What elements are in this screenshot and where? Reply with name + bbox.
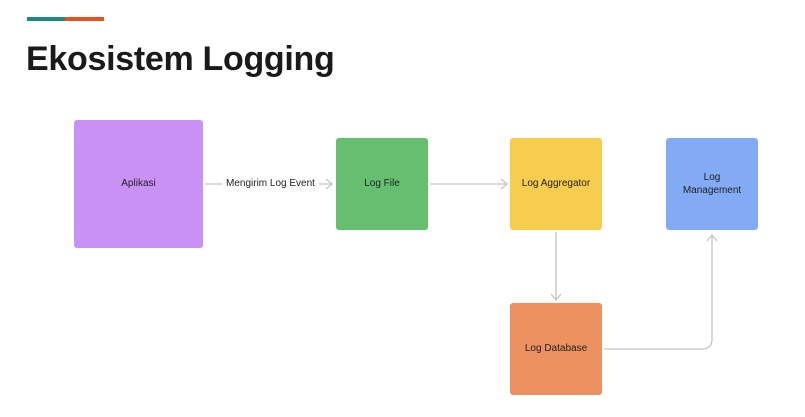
node-log-file-label: Log File [364, 178, 400, 190]
node-aplikasi-label: Aplikasi [121, 178, 156, 190]
node-log-management-label: Log Management [682, 171, 742, 197]
edge-label-mengirim-log-event: Mengirim Log Event [222, 178, 319, 189]
connector-database-to-management [604, 235, 713, 350]
page-title: Ekosistem Logging [26, 40, 335, 78]
accent-bar-orange [65, 17, 104, 21]
arrowhead-log-management [706, 233, 718, 242]
node-log-database: Log Database [510, 303, 602, 395]
node-log-database-label: Log Database [524, 343, 588, 355]
node-log-management: Log Management [666, 138, 758, 230]
node-log-aggregator: Log Aggregator [510, 138, 602, 230]
accent-bar-teal [27, 17, 65, 21]
node-aplikasi: Aplikasi [74, 120, 203, 248]
arrowhead-log-aggregator [500, 178, 509, 190]
arrowhead-log-database [550, 293, 562, 302]
node-log-aggregator-label: Log Aggregator [521, 178, 591, 190]
arrowhead-log-file [325, 178, 334, 190]
node-log-file: Log File [336, 138, 428, 230]
